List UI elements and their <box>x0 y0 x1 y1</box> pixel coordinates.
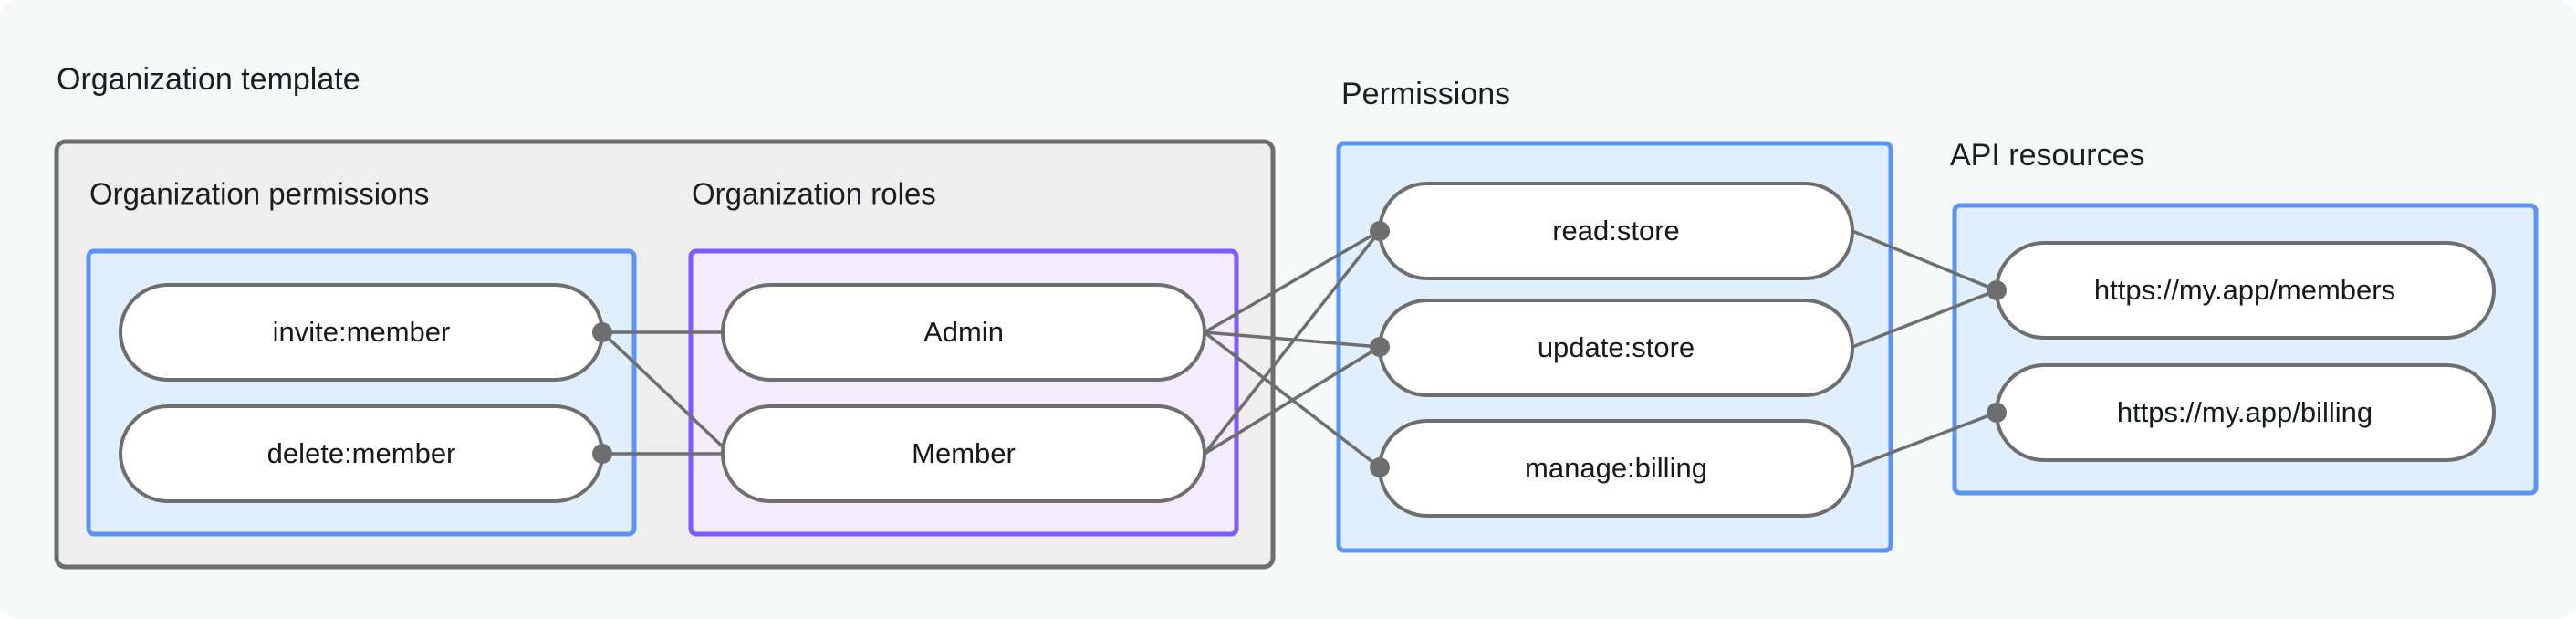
organization-roles-title: Organization roles <box>692 177 936 211</box>
node-invite-member[interactable]: invite:member <box>119 283 604 382</box>
node-manage-billing-label: manage:billing <box>1525 452 1707 484</box>
edge-member-read-store <box>1203 229 1382 456</box>
port-billing-url-in <box>1987 403 2007 423</box>
port-delete-member-out <box>592 444 612 464</box>
edge-member-update-store <box>1204 345 1381 456</box>
node-admin[interactable]: Admin <box>721 283 1206 382</box>
port-update-store-in <box>1370 337 1390 357</box>
permissions-title: Permissions <box>1341 77 1510 111</box>
edge-admin-update-store <box>1204 330 1381 349</box>
port-members-url-in <box>1987 280 2007 300</box>
node-read-store-label: read:store <box>1552 215 1680 247</box>
edge-manage-billing-billing-url <box>1851 411 1997 469</box>
node-billing-url[interactable]: https://my.app/billing <box>1995 363 2496 462</box>
node-update-store[interactable]: update:store <box>1378 299 1854 397</box>
node-admin-label: Admin <box>923 316 1004 348</box>
node-delete-member[interactable]: delete:member <box>119 404 604 503</box>
node-read-store[interactable]: read:store <box>1378 182 1854 280</box>
port-invite-member-out <box>592 322 612 342</box>
organization-permissions-title: Organization permissions <box>89 177 429 211</box>
port-manage-billing-in <box>1370 457 1390 477</box>
node-manage-billing[interactable]: manage:billing <box>1378 419 1854 518</box>
node-member-label: Member <box>912 437 1016 469</box>
edge-group-roles-to-permissions <box>1203 229 1382 469</box>
organization-template-title: Organization template <box>57 62 360 97</box>
api-resources-title: API resources <box>1950 138 2145 173</box>
edge-admin-read-store <box>1204 229 1381 334</box>
edge-update-store-members-url <box>1851 289 1997 349</box>
edge-read-store-members-url <box>1851 229 1997 292</box>
node-delete-member-label: delete:member <box>267 437 456 469</box>
node-members-url[interactable]: https://my.app/members <box>1995 241 2496 340</box>
node-invite-member-label: invite:member <box>273 316 451 348</box>
node-update-store-label: update:store <box>1538 331 1695 363</box>
port-read-store-in <box>1370 221 1390 241</box>
edge-group-permissions-to-roles <box>600 330 732 456</box>
node-billing-url-label: https://my.app/billing <box>2117 396 2373 428</box>
node-members-url-label: https://my.app/members <box>2094 274 2395 306</box>
node-member[interactable]: Member <box>721 404 1206 503</box>
edge-invite-member-member <box>600 330 732 456</box>
edge-group-permissions-to-resources <box>1851 229 1997 469</box>
